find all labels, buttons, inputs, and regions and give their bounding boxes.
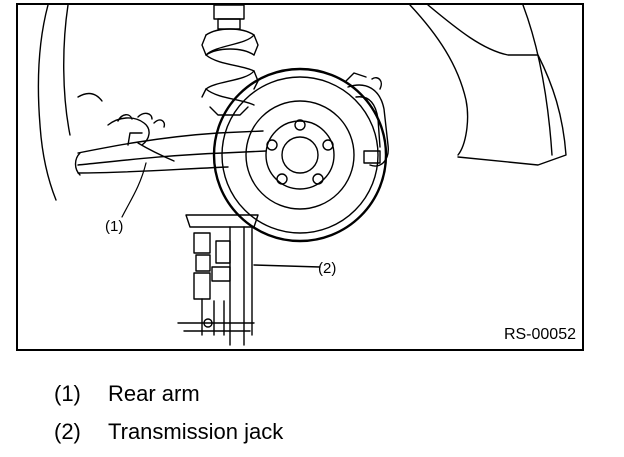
legend-number: (1)	[54, 381, 81, 406]
figure-frame: (1) (2) RS-00052	[16, 3, 584, 351]
legend-label: Transmission jack	[108, 419, 284, 444]
legend-number: (2)	[54, 419, 81, 444]
brake-drum	[212, 67, 388, 243]
wheel-house	[37, 5, 567, 201]
figure-code: RS-00052	[503, 326, 576, 343]
rear-suspension-illustration	[37, 5, 567, 346]
callout-2-label: (2)	[318, 260, 337, 277]
coil-spring	[201, 5, 259, 116]
brake-caliper	[345, 72, 389, 167]
leader-lines	[121, 162, 147, 218]
callout-1-label: (1)	[105, 218, 124, 235]
legend-label: Rear arm	[108, 381, 200, 406]
rear-arm	[74, 112, 267, 176]
transmission-jack	[177, 214, 321, 346]
